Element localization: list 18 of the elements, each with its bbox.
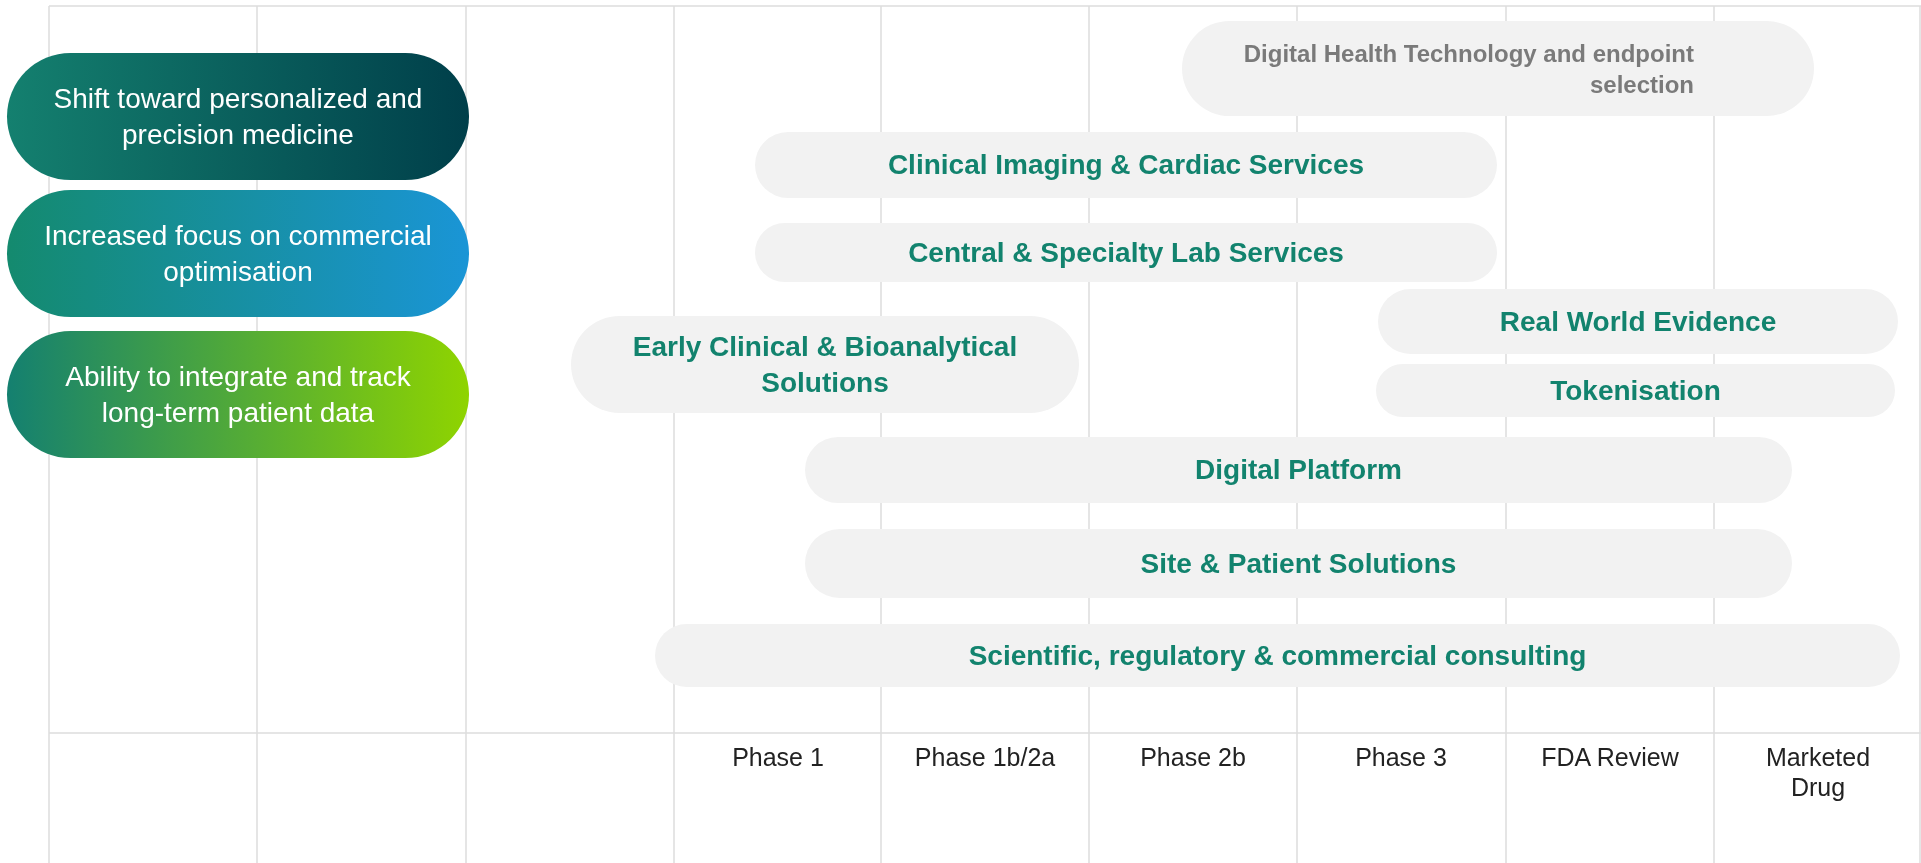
service-bar: Digital Platform — [805, 437, 1792, 503]
phase-label: Phase 1b/2a — [913, 742, 1057, 772]
service-bar: Central & Specialty Lab Services — [755, 223, 1497, 282]
phase-label: Marketed Drug — [1764, 742, 1872, 802]
trend-pill: Increased focus on commercial optimisation — [7, 190, 469, 317]
phase-label: Phase 3 — [1354, 742, 1448, 772]
service-bar: Real World Evidence — [1378, 289, 1898, 354]
phase-label: Phase 2b — [1139, 742, 1247, 772]
phase-label: FDA Review — [1540, 742, 1680, 772]
service-bar: Clinical Imaging & Cardiac Services — [755, 132, 1497, 198]
service-bar: Early Clinical & Bioanalytical Solutions — [571, 316, 1079, 413]
service-bar: Site & Patient Solutions — [805, 529, 1792, 598]
trend-pill: Ability to integrate and track long-term patient data — [7, 331, 469, 458]
phase-label: Phase 1 — [731, 742, 825, 772]
service-bar: Digital Health Technology and endpoint selection — [1182, 21, 1814, 116]
service-bar: Scientific, regulatory & commercial consulting — [655, 624, 1900, 687]
service-bar: Tokenisation — [1376, 364, 1895, 417]
trend-pill: Shift toward personalized and precision medicine — [7, 53, 469, 180]
